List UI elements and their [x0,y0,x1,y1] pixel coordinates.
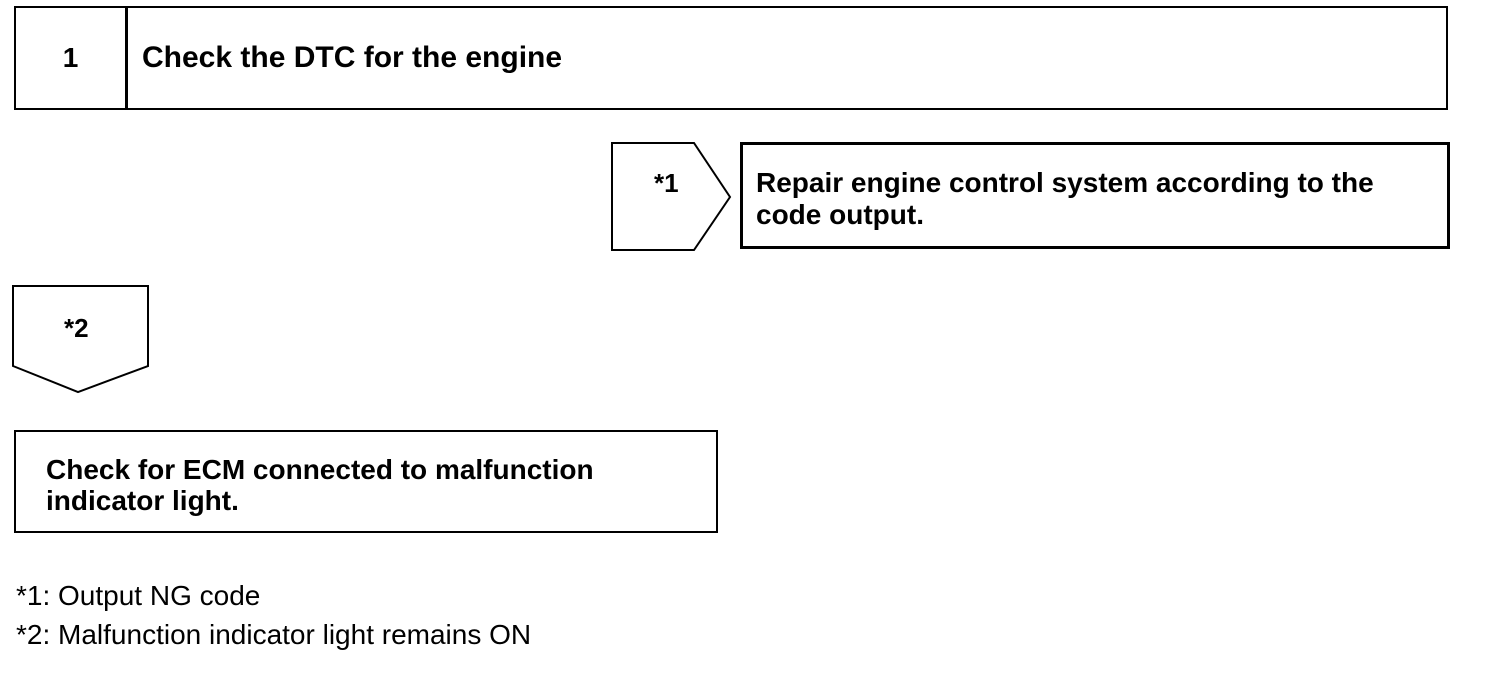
down-branch-label: *2 [64,313,89,343]
repair-action-box: Repair engine control system according t… [740,142,1450,249]
check-ecm-box: Check for ECM connected to malfunction i… [14,430,718,533]
repair-action-text: Repair engine control system according t… [756,167,1374,230]
step-number: 1 [16,8,128,108]
footnote-2: *2: Malfunction indicator light remains … [16,619,532,650]
right-arrow-shape [611,142,732,251]
footnote-1: *1: Output NG code [16,580,261,611]
step-1-box: 1 Check the DTC for the engine [14,6,1448,110]
down-arrow-shape [12,285,149,394]
step-title: Check the DTC for the engine [142,41,563,74]
check-ecm-text: Check for ECM connected to malfunction i… [46,454,594,516]
right-branch-label: *1 [654,168,679,198]
